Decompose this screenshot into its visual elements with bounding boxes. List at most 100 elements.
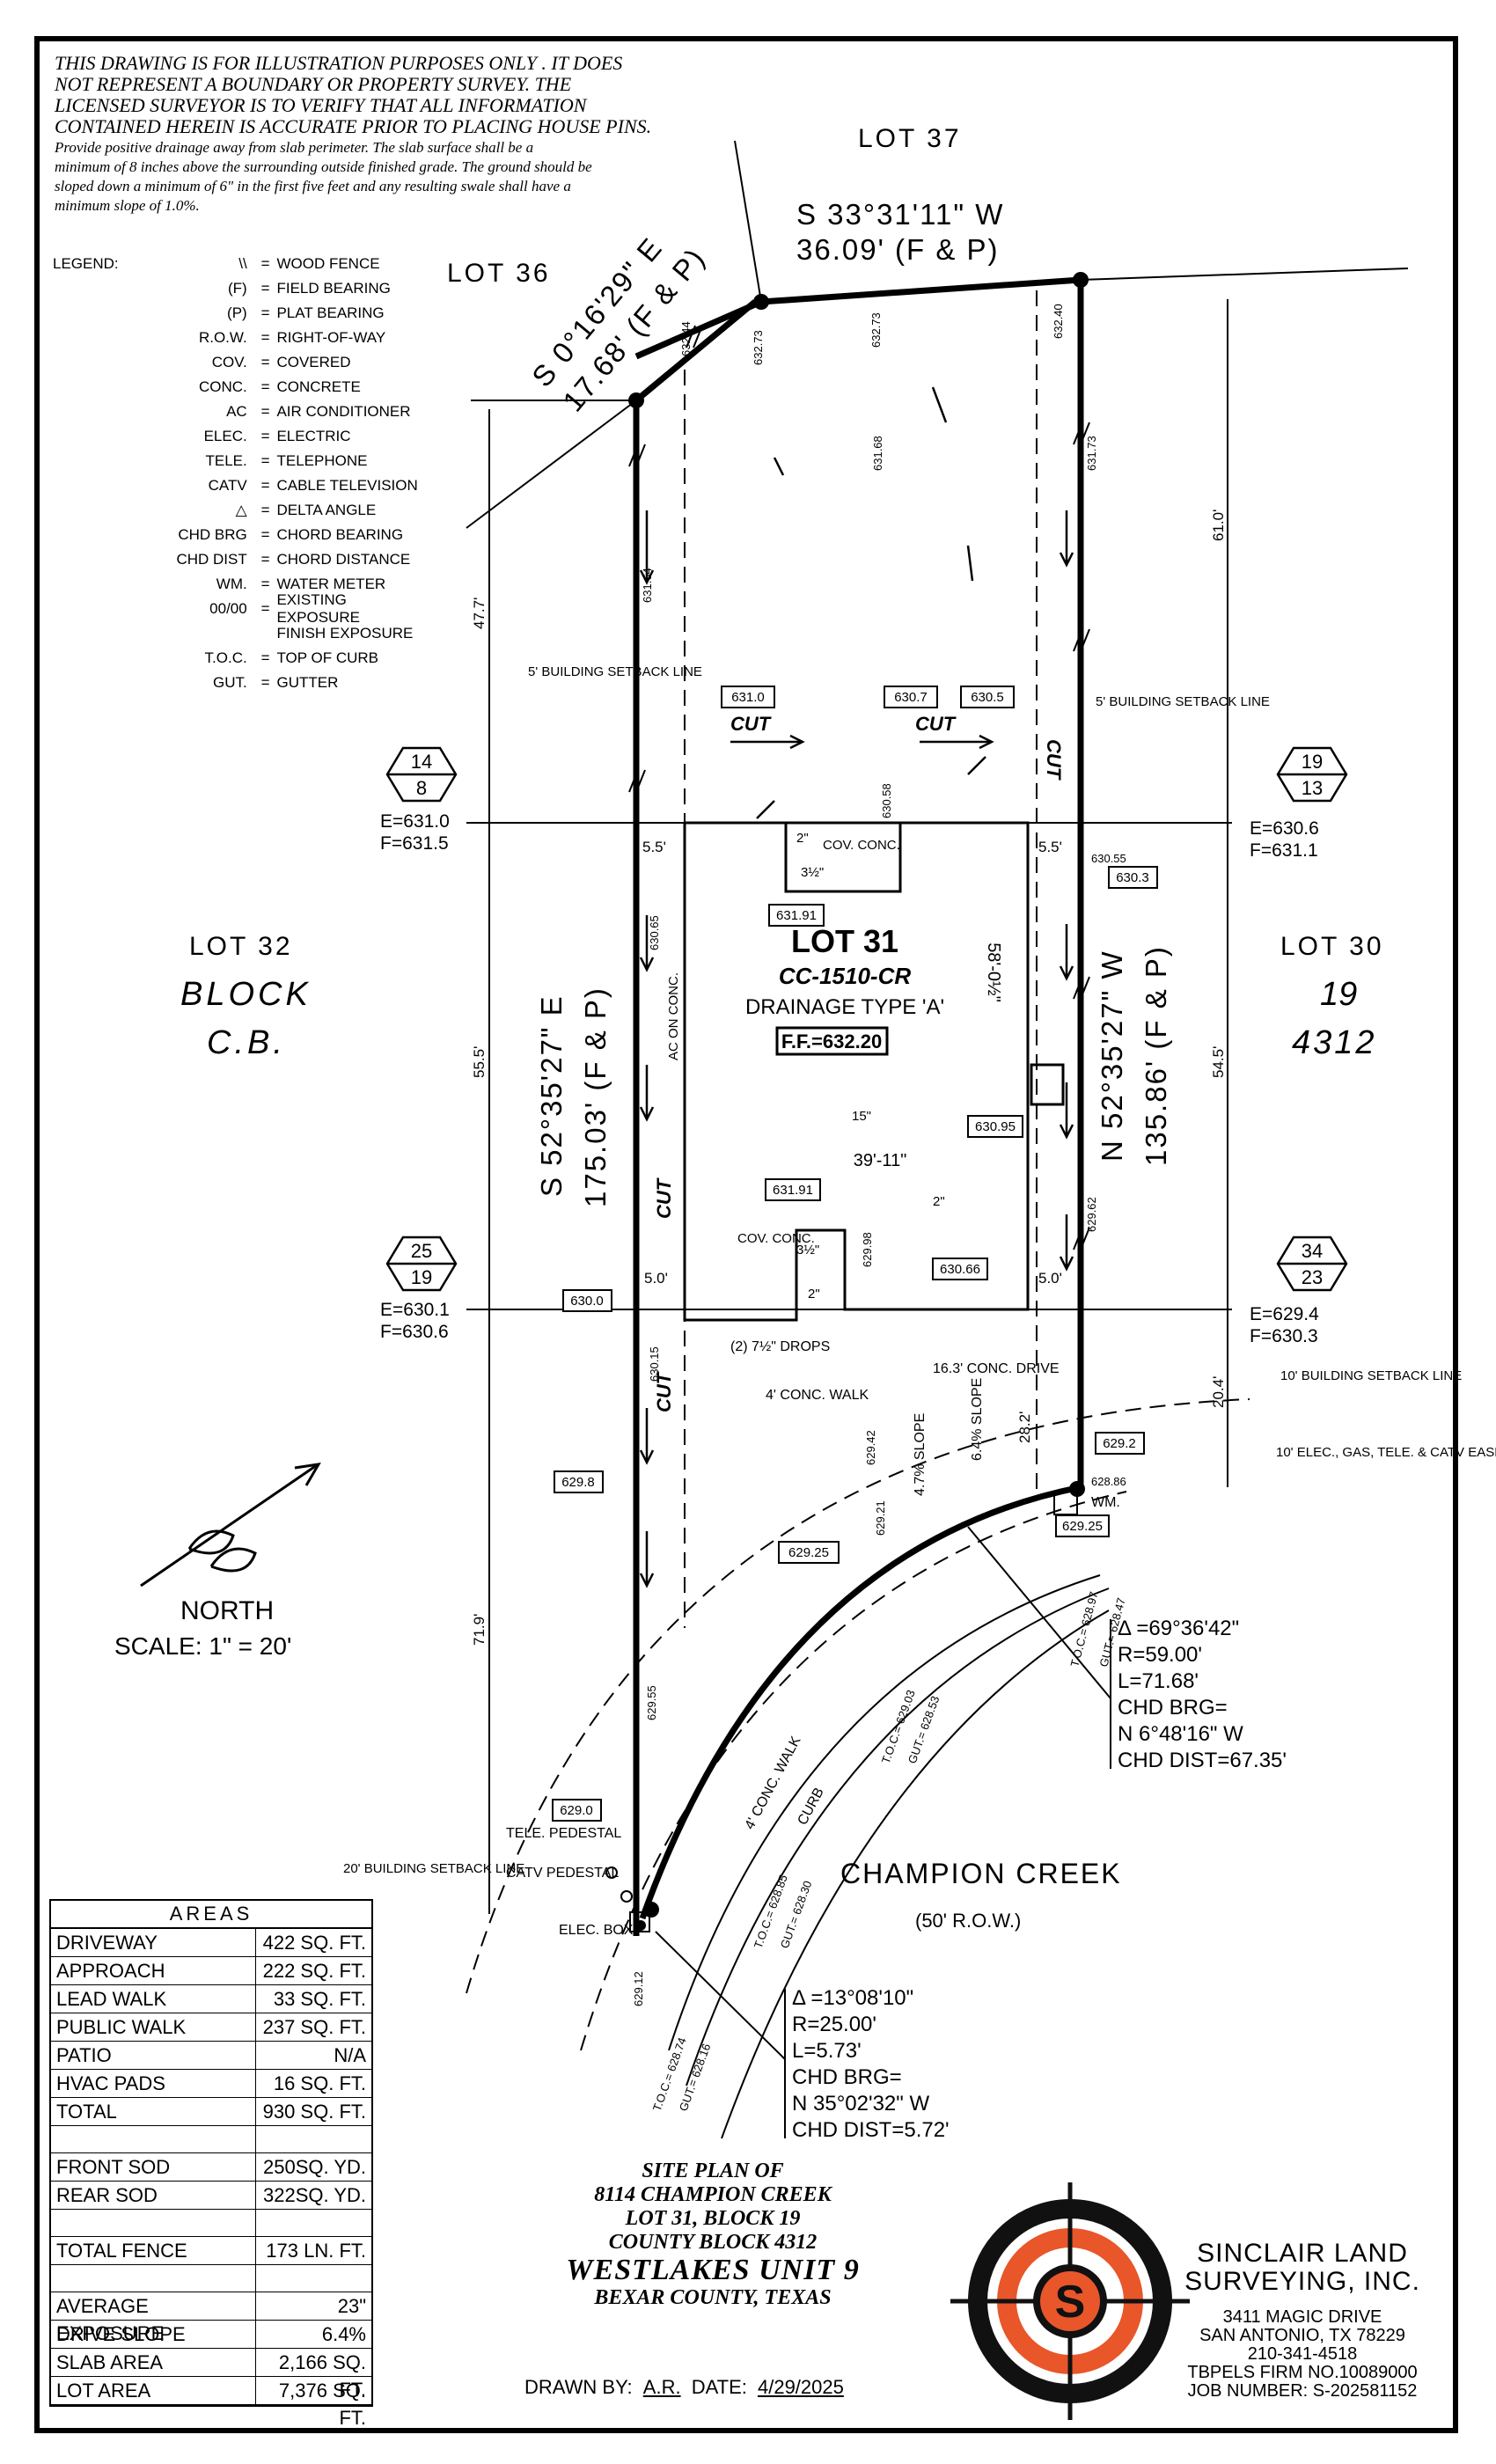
- legend-symbol: AC: [226, 403, 247, 420]
- legend-equals: =: [260, 403, 270, 420]
- company-name-2: SURVEYING, INC.: [1184, 2267, 1420, 2296]
- company-block: SINCLAIR LAND SURVEYING, INC. 3411 MAGIC…: [1153, 2240, 1452, 2401]
- house-slab: [683, 821, 1065, 1322]
- legend-equals: =: [260, 378, 270, 395]
- exp-ne-finish: 13: [1302, 777, 1323, 799]
- curve2-brg-label: CHD BRG=: [792, 2065, 902, 2089]
- setback-20-label: 20' BUILDING SETBACK LINE: [343, 1861, 524, 1876]
- disclaimer: THIS DRAWING IS FOR ILLUSTRATION PURPOSE…: [55, 53, 723, 215]
- company-phone: 210-341-4518: [1247, 2344, 1358, 2364]
- dim-61-0: 61.0': [1210, 510, 1227, 541]
- date-label: DATE:: [691, 2376, 747, 2398]
- house-depth: 58'-0½": [984, 942, 1003, 1002]
- curve2-brg: N 35°02'32" W: [792, 2092, 929, 2116]
- legend-equals: =: [260, 304, 270, 321]
- areas-key: APPROACH: [51, 1957, 256, 1984]
- drawn-by-value: A.R.: [642, 2376, 681, 2398]
- legend-definition: WATER METER: [276, 576, 386, 592]
- legend-equals: =: [260, 477, 270, 494]
- legend-symbol: COV.: [211, 354, 247, 370]
- elev-629-2: 629.2: [1103, 1436, 1136, 1451]
- legend-symbol: TELE.: [205, 452, 247, 469]
- disclaimer-line: NOT REPRESENT A BOUNDARY OR PROPERTY SUR…: [55, 73, 572, 95]
- drops-label: (2) 7½" DROPS: [730, 1339, 830, 1354]
- legend-symbol: \\: [238, 255, 247, 272]
- spot-629-12: 629.12: [632, 1971, 645, 2006]
- legend-definition: CHORD DISTANCE: [276, 551, 411, 568]
- house-lot-label: LOT 31: [791, 923, 898, 959]
- two-inch-3: 2": [808, 1287, 820, 1302]
- elec-box: ELEC. BOX: [559, 1923, 634, 1938]
- exp-ne-existing: 19: [1302, 751, 1323, 773]
- three-half-1: 3½": [801, 865, 824, 880]
- west-bearing: S 52°35'27" E: [535, 994, 568, 1197]
- exp-se-existing: 34: [1302, 1240, 1323, 1262]
- drainage-note: minimum slope of 1.0%.: [55, 197, 200, 214]
- legend-title: LEGEND:: [53, 255, 119, 272]
- title-line-1: SITE PLAN OF: [642, 2160, 784, 2182]
- lot30-label: LOT 30: [1280, 932, 1384, 961]
- street-name: CHAMPION CREEK: [840, 1858, 1122, 1889]
- cut-label-4: CUT: [653, 1177, 675, 1219]
- setback-10-label: 10' BUILDING SETBACK LINE: [1280, 1368, 1462, 1383]
- easement-label: 10' ELEC., GAS, TELE. & CATV EASEMENT: [1276, 1445, 1496, 1460]
- spot-629-42: 629.42: [864, 1430, 877, 1465]
- company-firm: TBPELS FIRM NO.10089000: [1187, 2363, 1418, 2382]
- legend-item: (P)=PLAT BEARING: [53, 301, 422, 326]
- legend-item: TELE.=TELEPHONE: [53, 449, 422, 473]
- logo-letter: S: [1055, 2277, 1086, 2328]
- areas-value: 422 SQ. FT.: [262, 1932, 366, 1954]
- elev-630-5: 630.5: [971, 690, 1004, 705]
- legend-definition: FINISH EXPOSURE: [276, 625, 414, 642]
- drawn-by-label: DRAWN BY:: [524, 2376, 633, 2398]
- elev-630-7: 630.7: [894, 690, 928, 705]
- spot-630-65: 630.65: [648, 915, 661, 950]
- legend-symbol: GUT.: [212, 674, 247, 691]
- elev-629-25a: 629.25: [788, 1545, 829, 1560]
- legend-definition: ELECTRIC: [276, 428, 351, 444]
- elev-630-3: 630.3: [1116, 870, 1149, 885]
- areas-key: TOTAL: [51, 2098, 256, 2125]
- company-logo-icon: S: [950, 2182, 1190, 2420]
- legend-items: \\=WOOD FENCE(F)=FIELD BEARING(P)=PLAT B…: [53, 252, 422, 695]
- title-line-4: COUNTY BLOCK 4312: [608, 2231, 818, 2254]
- curve1-brg: N 6°48'16" W: [1118, 1722, 1243, 1746]
- date-value: 4/29/2025: [757, 2376, 844, 2398]
- curve2-radius: R=25.00': [792, 2013, 876, 2036]
- setback-5-5-left: 5.5': [642, 839, 666, 855]
- wm-label: WM.: [1091, 1495, 1120, 1510]
- county-line: BEXAR COUNTY, TEXAS: [594, 2286, 832, 2309]
- exp-se-e: E=629.4: [1250, 1304, 1319, 1324]
- legend: LEGEND:: [53, 252, 422, 276]
- spot-628-86: 628.86: [1091, 1475, 1126, 1488]
- disclaimer-line: THIS DRAWING IS FOR ILLUSTRATION PURPOSE…: [55, 52, 623, 74]
- legend-symbol: (P): [227, 304, 247, 321]
- drainage-note: sloped down a minimum of 6" in the first…: [55, 178, 571, 194]
- elev-630-95: 630.95: [975, 1119, 1016, 1134]
- legend-symbol: ELEC.: [203, 428, 247, 444]
- dim-47-7: 47.7': [471, 598, 488, 629]
- drawn-by-line: DRAWN BY: A.R. DATE: 4/29/2025: [524, 2376, 849, 2399]
- company-address-1: 3411 MAGIC DRIVE: [1222, 2307, 1382, 2327]
- exp-sw-e: E=630.1: [380, 1300, 450, 1320]
- spot-631-68: 631.68: [871, 436, 884, 471]
- legend-equals: =: [260, 354, 270, 370]
- block-label: BLOCK: [180, 976, 312, 1013]
- cut-label-2: CUT: [915, 713, 957, 735]
- lot30-block: 19: [1320, 976, 1357, 1013]
- lot36-label: LOT 36: [447, 259, 551, 288]
- areas-value: N/A: [334, 2044, 366, 2066]
- areas-value: 930 SQ. FT.: [262, 2101, 366, 2123]
- areas-value: 173 LN. FT.: [266, 2240, 366, 2262]
- areas-value: 16 SQ. FT.: [273, 2072, 366, 2094]
- cov-conc-top: COV. CONC.: [823, 838, 900, 853]
- legend-item: \\=WOOD FENCE: [53, 252, 422, 276]
- elev-630-66: 630.66: [940, 1262, 980, 1277]
- exp-ne-f: F=631.1: [1250, 840, 1318, 861]
